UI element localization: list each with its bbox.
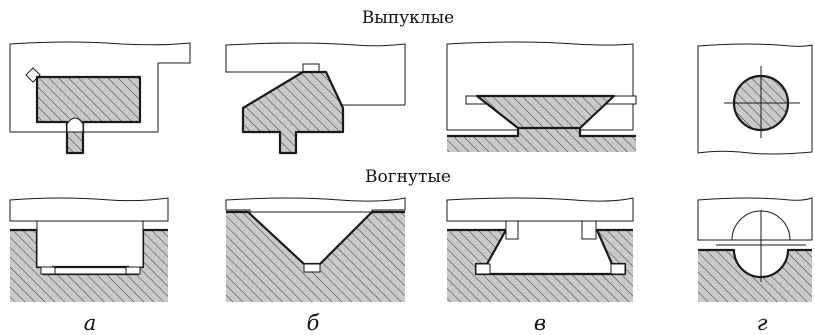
concave-b-body	[226, 212, 405, 302]
convex-b-profile	[241, 70, 345, 155]
convex-v-base-edge	[447, 128, 520, 138]
convex-scheme-g	[697, 43, 813, 155]
heading-concave: Вогнутые	[365, 167, 451, 187]
concave-a-body	[10, 230, 168, 302]
convex-scheme-a	[9, 41, 191, 155]
label-a: а	[84, 311, 97, 335]
convex-b-plate	[225, 42, 406, 106]
convex-scheme-v	[446, 41, 637, 152]
label-b: б	[307, 311, 320, 335]
concave-g-body	[698, 250, 812, 302]
concave-scheme-g	[697, 197, 813, 302]
concave-scheme-b	[225, 197, 406, 302]
concave-a-tab-left	[40, 266, 56, 275]
concave-v-edge	[447, 228, 633, 276]
concave-a-plate	[9, 197, 169, 222]
label-g: г	[757, 311, 768, 335]
concave-v-lug-right	[581, 220, 597, 240]
concave-v-tab-right	[610, 263, 626, 275]
concave-scheme-a	[9, 197, 169, 302]
convex-v-profile	[475, 94, 616, 130]
convex-v-base	[447, 128, 636, 152]
concave-v-tab-left	[475, 263, 491, 275]
convex-scheme-b	[225, 42, 406, 155]
concave-v-plate	[446, 197, 634, 222]
heading-convex: Выпуклые	[362, 8, 454, 28]
convex-b-tab	[302, 63, 320, 73]
convex-v-base-edge-right	[578, 128, 636, 138]
concave-scheme-v	[446, 197, 634, 302]
concave-v-lug-left	[505, 220, 519, 240]
concave-v-body	[447, 230, 633, 302]
convex-a-profile	[35, 75, 142, 155]
convex-a-slot	[66, 117, 84, 133]
concave-b-plate	[225, 197, 406, 213]
concave-b-tab	[303, 263, 321, 273]
label-v: в	[534, 311, 546, 335]
concave-a-tab-right	[125, 266, 141, 275]
